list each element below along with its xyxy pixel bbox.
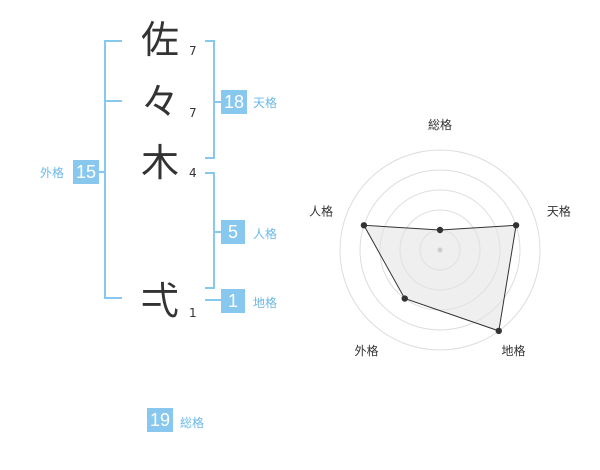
tenkaku-bracket-vertical — [213, 40, 215, 159]
name-char-1: 佐 — [140, 18, 179, 62]
gaikaku-bracket-top — [104, 40, 122, 42]
radar-grid-ring-5 — [339, 149, 541, 351]
stroke-count-4: 1 — [189, 306, 197, 320]
radar-data-polygon — [363, 224, 517, 332]
jinkaku-bracket-stub — [215, 231, 221, 233]
stroke-count-1: 7 — [189, 44, 197, 58]
radar-point-3 — [495, 327, 502, 335]
tenkaku-label: 天格 — [253, 96, 278, 110]
chikaku-label: 地格 — [253, 296, 278, 310]
name-char-3: 木 — [140, 141, 179, 185]
chikaku-connector — [205, 299, 221, 301]
jinkaku-bracket-top — [205, 172, 215, 174]
radar-axis-label-4: 外格 — [354, 343, 378, 358]
jinkaku-bracket-vertical — [213, 172, 215, 289]
radar-point-1 — [436, 226, 444, 234]
gaikaku-bracket-vertical — [104, 40, 106, 299]
soukaku-label: 総格 — [180, 416, 205, 430]
gaikaku-bracket-stub — [98, 171, 104, 173]
jinkaku-bracket-bottom — [205, 287, 215, 289]
tenkaku-bracket-top — [205, 40, 215, 42]
radar-grid-ring-4 — [359, 169, 521, 331]
name-char-2: 々 — [140, 80, 179, 124]
radar-axis-label-2: 天格 — [547, 203, 571, 218]
tenkaku-value: 18 — [221, 90, 247, 114]
tenkaku-bracket-stub — [215, 101, 221, 103]
stroke-count-2: 7 — [189, 106, 197, 120]
jinkaku-label: 人格 — [253, 227, 278, 241]
name-char-4: 弌 — [140, 279, 179, 323]
radar-center-dot — [437, 247, 443, 253]
gaikaku-bracket-bottom — [104, 297, 122, 299]
radar-point-5 — [360, 222, 368, 229]
gaikaku-value: 15 — [73, 160, 99, 184]
radar-axis-label-1: 総格 — [428, 117, 452, 132]
chikaku-value: 1 — [221, 289, 245, 313]
gaikaku-bracket-mid — [104, 100, 122, 102]
stroke-count-3: 4 — [189, 166, 197, 180]
soukaku-value: 19 — [147, 408, 173, 432]
radar-point-4 — [401, 295, 408, 302]
radar-point-2 — [512, 222, 520, 229]
jinkaku-value: 5 — [221, 220, 245, 244]
radar-axis-label-3: 地格 — [501, 343, 525, 358]
gaikaku-label: 外格 — [40, 166, 65, 180]
tenkaku-bracket-bottom — [205, 157, 215, 159]
radar-axis-label-5: 人格 — [309, 203, 333, 218]
